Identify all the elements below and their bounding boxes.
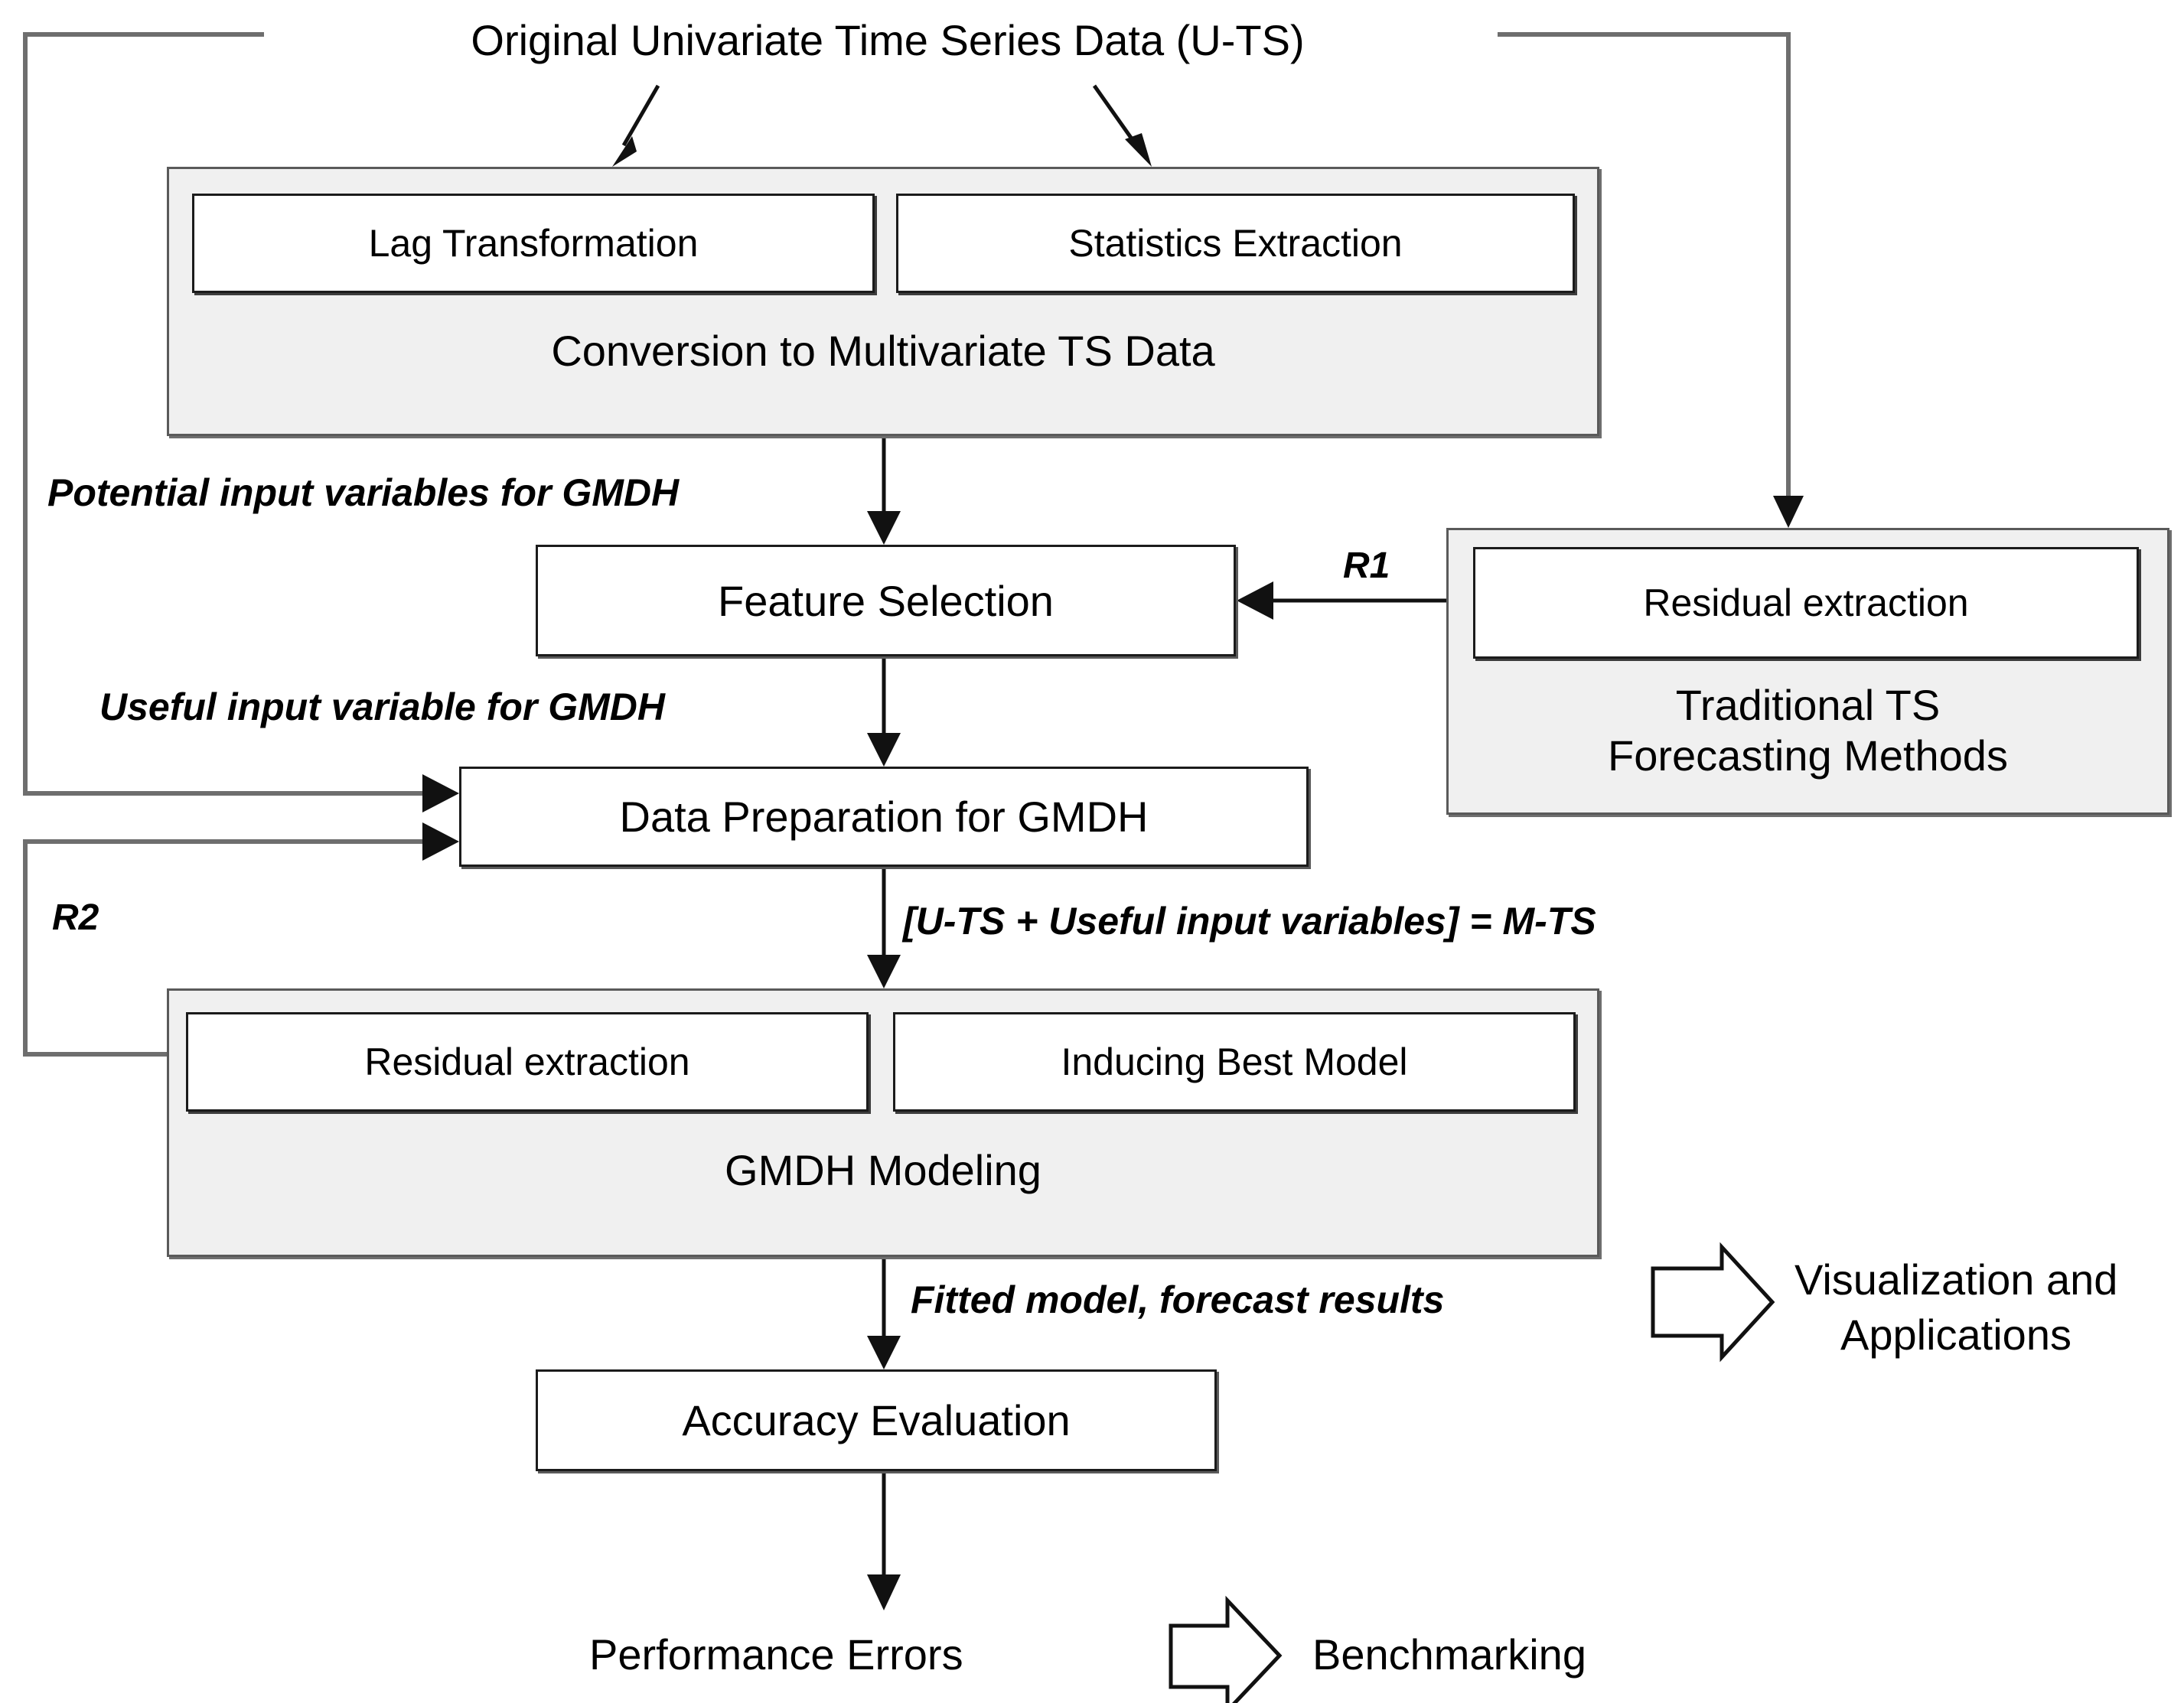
lag-transformation-box[interactable]: Lag Transformation: [192, 194, 875, 293]
edge-accuracy-to-performance: [867, 1471, 901, 1610]
conversion-group: Lag Transformation Statistics Extraction…: [167, 167, 1599, 436]
feature-selection-box[interactable]: Feature Selection: [536, 545, 1236, 656]
edge-r1-residual-to-feature-selection: [1237, 581, 1473, 620]
feature-selection-label: Feature Selection: [718, 576, 1054, 625]
inducing-best-model-label: Inducing Best Model: [1061, 1040, 1408, 1083]
block-arrow-benchmarking: [1169, 1595, 1283, 1703]
accuracy-evaluation-box[interactable]: Accuracy Evaluation: [536, 1369, 1217, 1471]
edge-label-potential-input: Potential input variables for GMDH: [47, 471, 680, 514]
edge-conversion-to-feature-selection: [867, 436, 901, 545]
edge-label-useful-input: Useful input variable for GMDH: [99, 685, 665, 728]
lag-transformation-label: Lag Transformation: [368, 222, 699, 265]
data-preparation-box[interactable]: Data Preparation for GMDH: [459, 767, 1309, 867]
block-arrow-visualization: [1651, 1242, 1775, 1363]
gmdh-modeling-group: Residual extraction Inducing Best Model …: [167, 988, 1599, 1257]
edge-label-fitted-model: Fitted model, forecast results: [911, 1278, 1445, 1321]
statistics-extraction-label: Statistics Extraction: [1068, 222, 1403, 265]
visualization-label-line1: Visualization and: [1794, 1255, 2118, 1304]
edge-title-to-lag: [612, 84, 660, 167]
gmdh-modeling-group-label: GMDH Modeling: [725, 1146, 1041, 1194]
traditional-ts-group-label-line1: Traditional TS: [1675, 681, 1941, 729]
performance-errors-label: Performance Errors: [589, 1630, 963, 1679]
edge-data-preparation-to-gmdh: [867, 867, 901, 988]
edge-label-r1: R1: [1343, 545, 1390, 586]
traditional-ts-group: Residual extraction Traditional TS Forec…: [1446, 528, 2169, 815]
edge-feature-selection-to-data-preparation: [867, 656, 901, 767]
edge-title-to-statistics: [1092, 84, 1152, 167]
residual-extraction-gmdh-label: Residual extraction: [364, 1040, 690, 1083]
statistics-extraction-box[interactable]: Statistics Extraction: [896, 194, 1575, 293]
edge-label-r2: R2: [52, 897, 99, 938]
edge-label-m-ts: [U-TS + Useful input variables] = M-TS: [903, 900, 1596, 943]
traditional-ts-group-label-line2: Forecasting Methods: [1608, 731, 2008, 780]
visualization-label-line2: Applications: [1840, 1311, 2072, 1359]
inducing-best-model-box[interactable]: Inducing Best Model: [893, 1012, 1576, 1112]
accuracy-evaluation-label: Accuracy Evaluation: [682, 1396, 1071, 1444]
residual-extraction-right-box[interactable]: Residual extraction: [1473, 547, 2139, 659]
edge-gmdh-to-accuracy: [867, 1257, 901, 1369]
conversion-group-label: Conversion to Multivariate TS Data: [551, 327, 1215, 375]
residual-extraction-gmdh-box[interactable]: Residual extraction: [186, 1012, 869, 1112]
residual-extraction-right-label: Residual extraction: [1643, 581, 1969, 624]
page-title: Original Univariate Time Series Data (U-…: [471, 16, 1305, 64]
benchmarking-label: Benchmarking: [1312, 1630, 1586, 1679]
data-preparation-label: Data Preparation for GMDH: [619, 793, 1149, 841]
